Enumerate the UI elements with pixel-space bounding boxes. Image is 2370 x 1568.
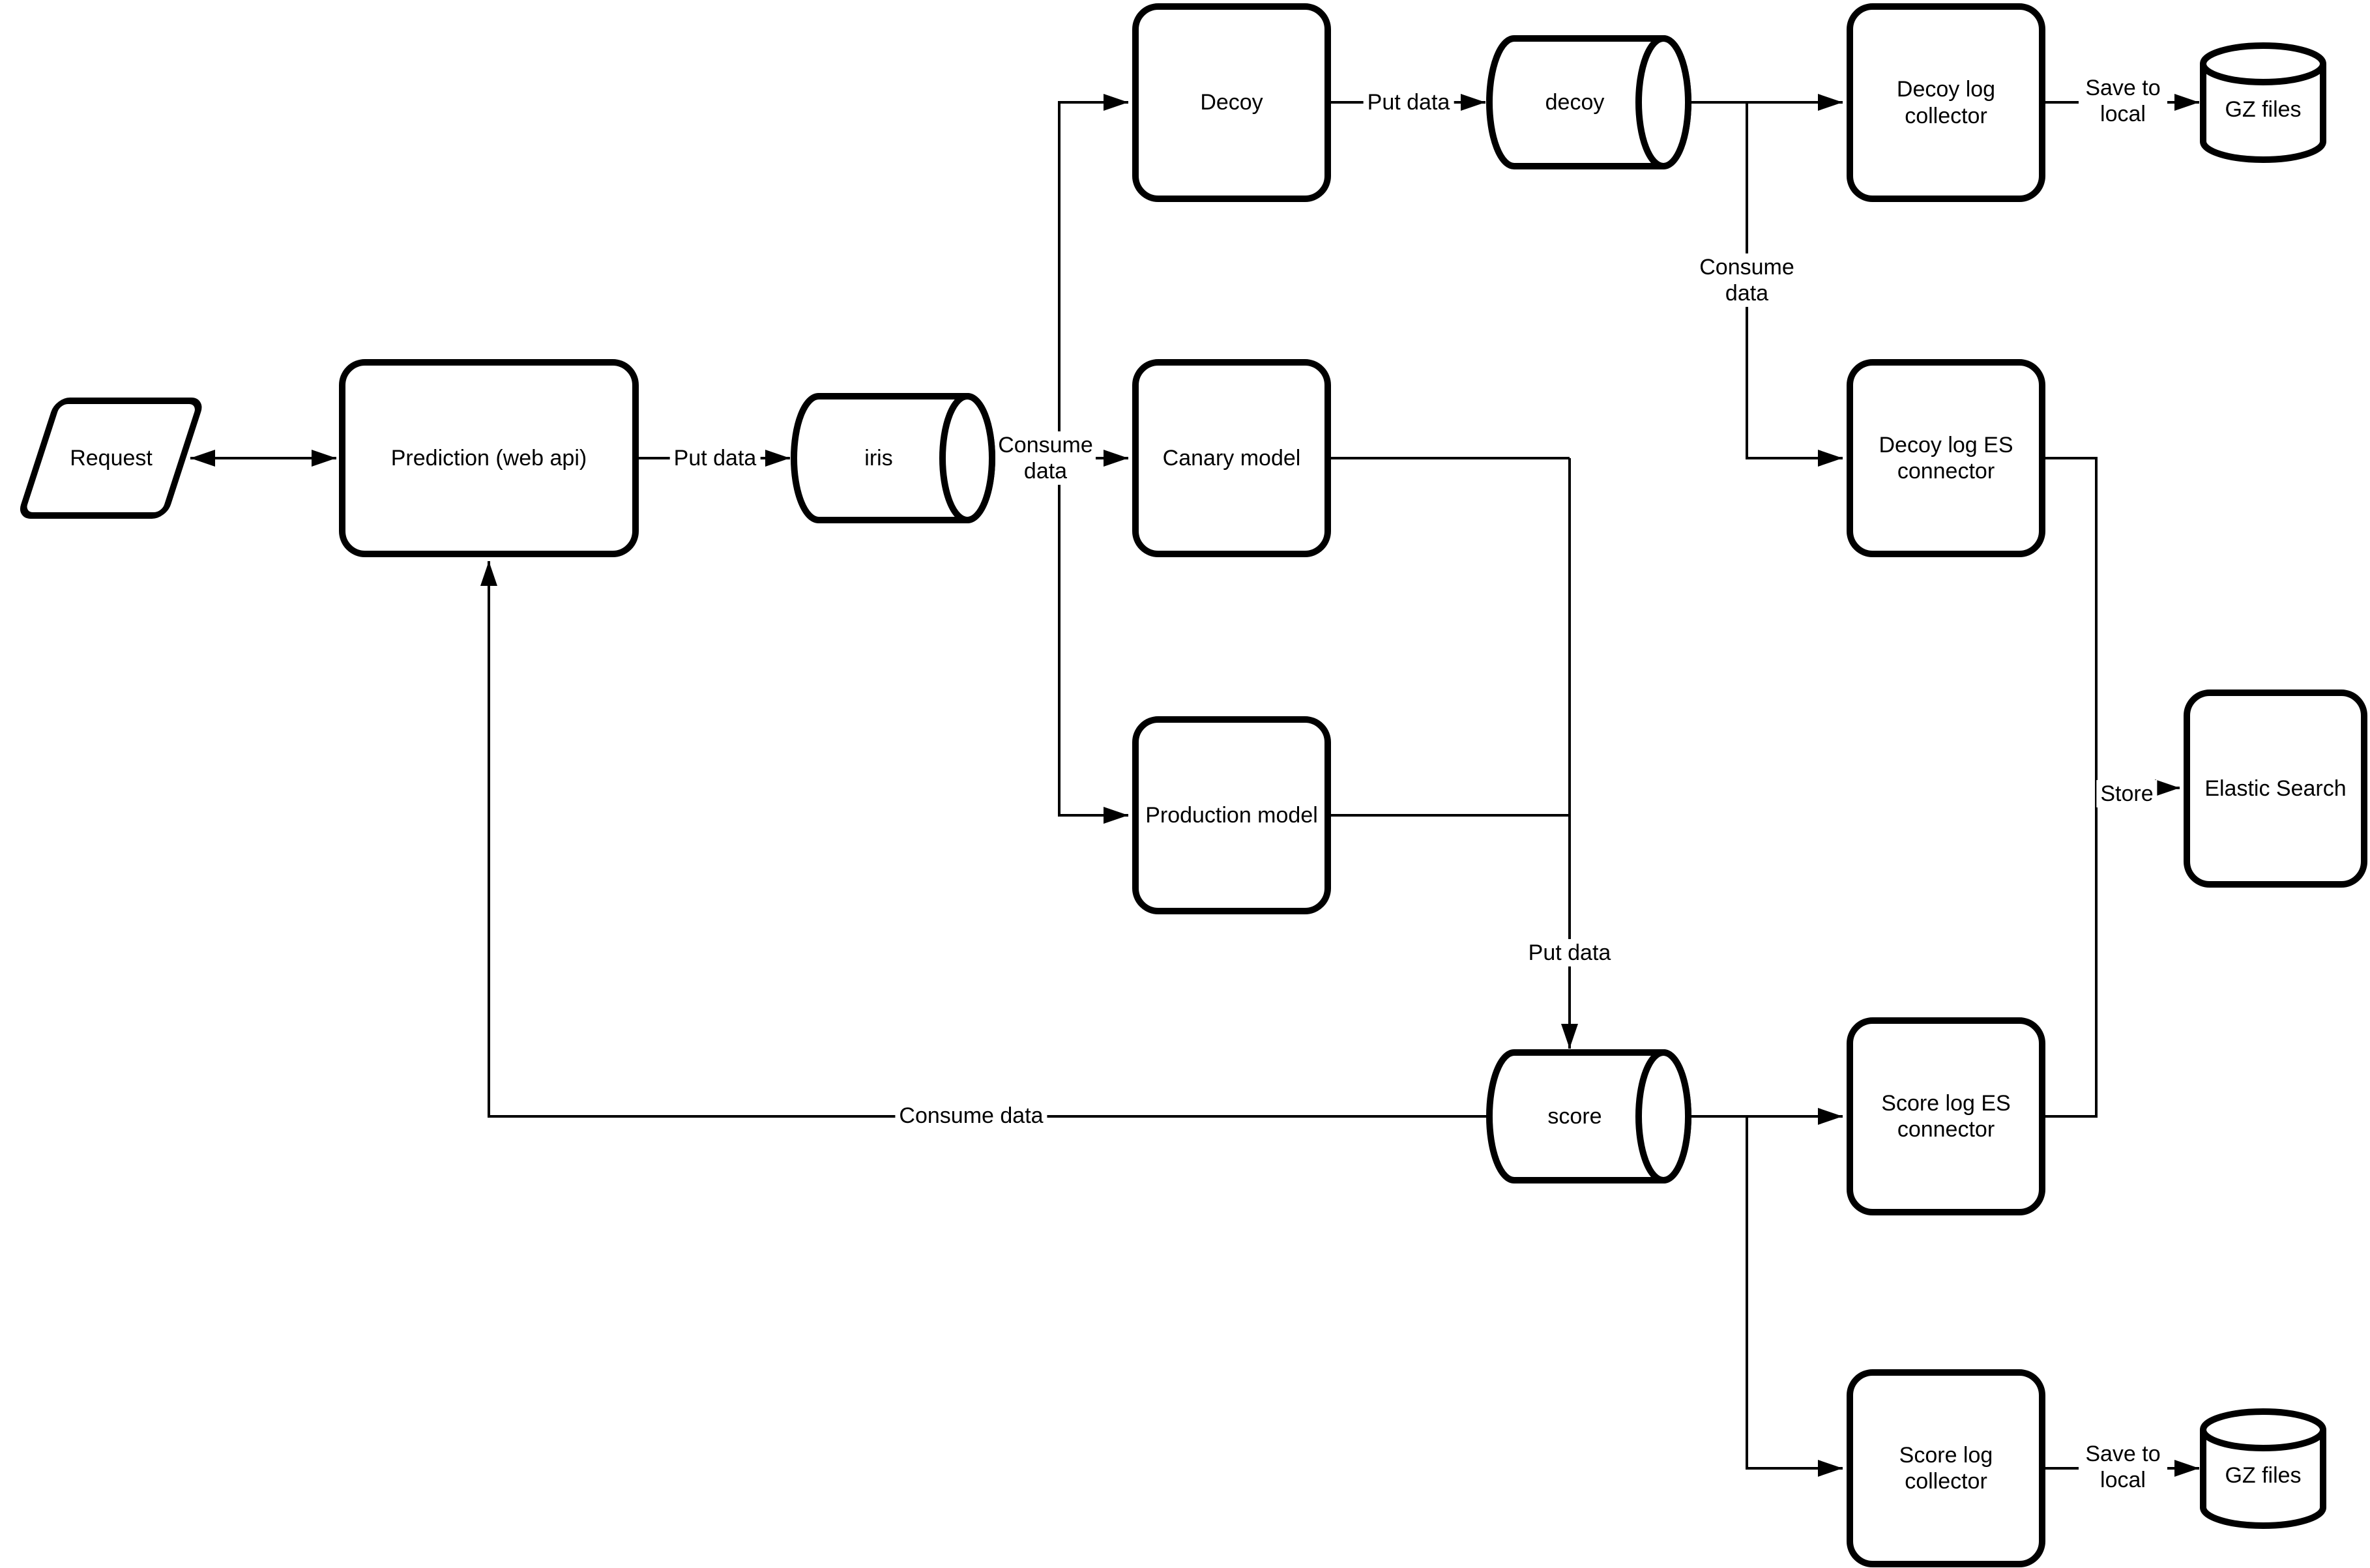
node-score-log-collector: Score log collector: [1847, 1369, 2045, 1567]
decoy-queue-label: decoy: [1545, 89, 1605, 115]
edge-iris-to-decoy: [1058, 94, 1128, 458]
node-canary-model: Canary model: [1132, 359, 1331, 557]
edge-label-consume-data-decoy-log: Consume data: [1697, 253, 1797, 308]
edge-label-save-to-local-bottom: Save to local: [2079, 1440, 2167, 1494]
node-score-log-es-connector: Score log ES connector: [1847, 1017, 2045, 1215]
edge-label-put-data-score: Put data: [1524, 938, 1615, 967]
node-decoy-log-collector-label: Decoy log collector: [1896, 77, 1996, 128]
node-score-log-collector-label: Score log collector: [1899, 1442, 1993, 1494]
node-prediction-label: Prediction (web api): [390, 445, 587, 471]
node-production-model: Production model: [1132, 716, 1331, 914]
edge-label-store: Store: [2096, 779, 2158, 808]
edge-label-consume-data-models: Consume data: [995, 431, 1096, 486]
edge-score-to-collector: [1746, 1116, 1843, 1477]
node-decoy-log-es-connector: Decoy log ES connector: [1847, 359, 2045, 557]
edge-score-es-to-store: [2045, 788, 2098, 1118]
edge-decoy-es-to-store: [2045, 457, 2098, 788]
node-decoy-log-es-connector-label: Decoy log ES connector: [1879, 432, 2013, 484]
gz-files-bottom-cylinder: [2200, 1408, 2326, 1529]
score-queue-cylinder: [1486, 1049, 1691, 1183]
node-request-label: Request: [69, 445, 153, 471]
edge-label-consume-data-prediction: Consume data: [895, 1101, 1047, 1130]
node-prediction-web-api: Prediction (web api): [339, 359, 639, 557]
edge-decoy-topic-to-es-connector: [1746, 102, 1843, 467]
node-elastic-search-label: Elastic Search: [2204, 776, 2347, 801]
edge-score-to-prediction: [480, 561, 1489, 1118]
gz-files-bottom-label: GZ files: [2225, 1462, 2302, 1488]
decoy-queue-cylinder: [1486, 35, 1691, 169]
gz-files-top-label: GZ files: [2225, 96, 2302, 122]
node-production-label: Production model: [1145, 802, 1318, 828]
edge-label-save-to-local-top: Save to local: [2079, 74, 2167, 128]
score-queue-label: score: [1547, 1103, 1602, 1129]
node-canary-label: Canary model: [1162, 445, 1301, 471]
edge-label-put-data-decoy: Put data: [1363, 88, 1454, 117]
gz-files-top-cylinder: [2200, 42, 2326, 163]
edge-label-put-data-iris: Put data: [669, 444, 761, 472]
edge-iris-to-production: [1058, 458, 1128, 824]
iris-queue-label: iris: [864, 445, 893, 471]
node-score-log-es-connector-label: Score log ES connector: [1881, 1090, 2011, 1142]
node-decoy-label: Decoy: [1200, 90, 1263, 115]
node-elastic-search: Elastic Search: [2184, 690, 2367, 888]
node-decoy-log-collector: Decoy log collector: [1847, 3, 2045, 202]
iris-queue-cylinder: [791, 393, 995, 523]
node-decoy-model: Decoy: [1132, 3, 1331, 202]
